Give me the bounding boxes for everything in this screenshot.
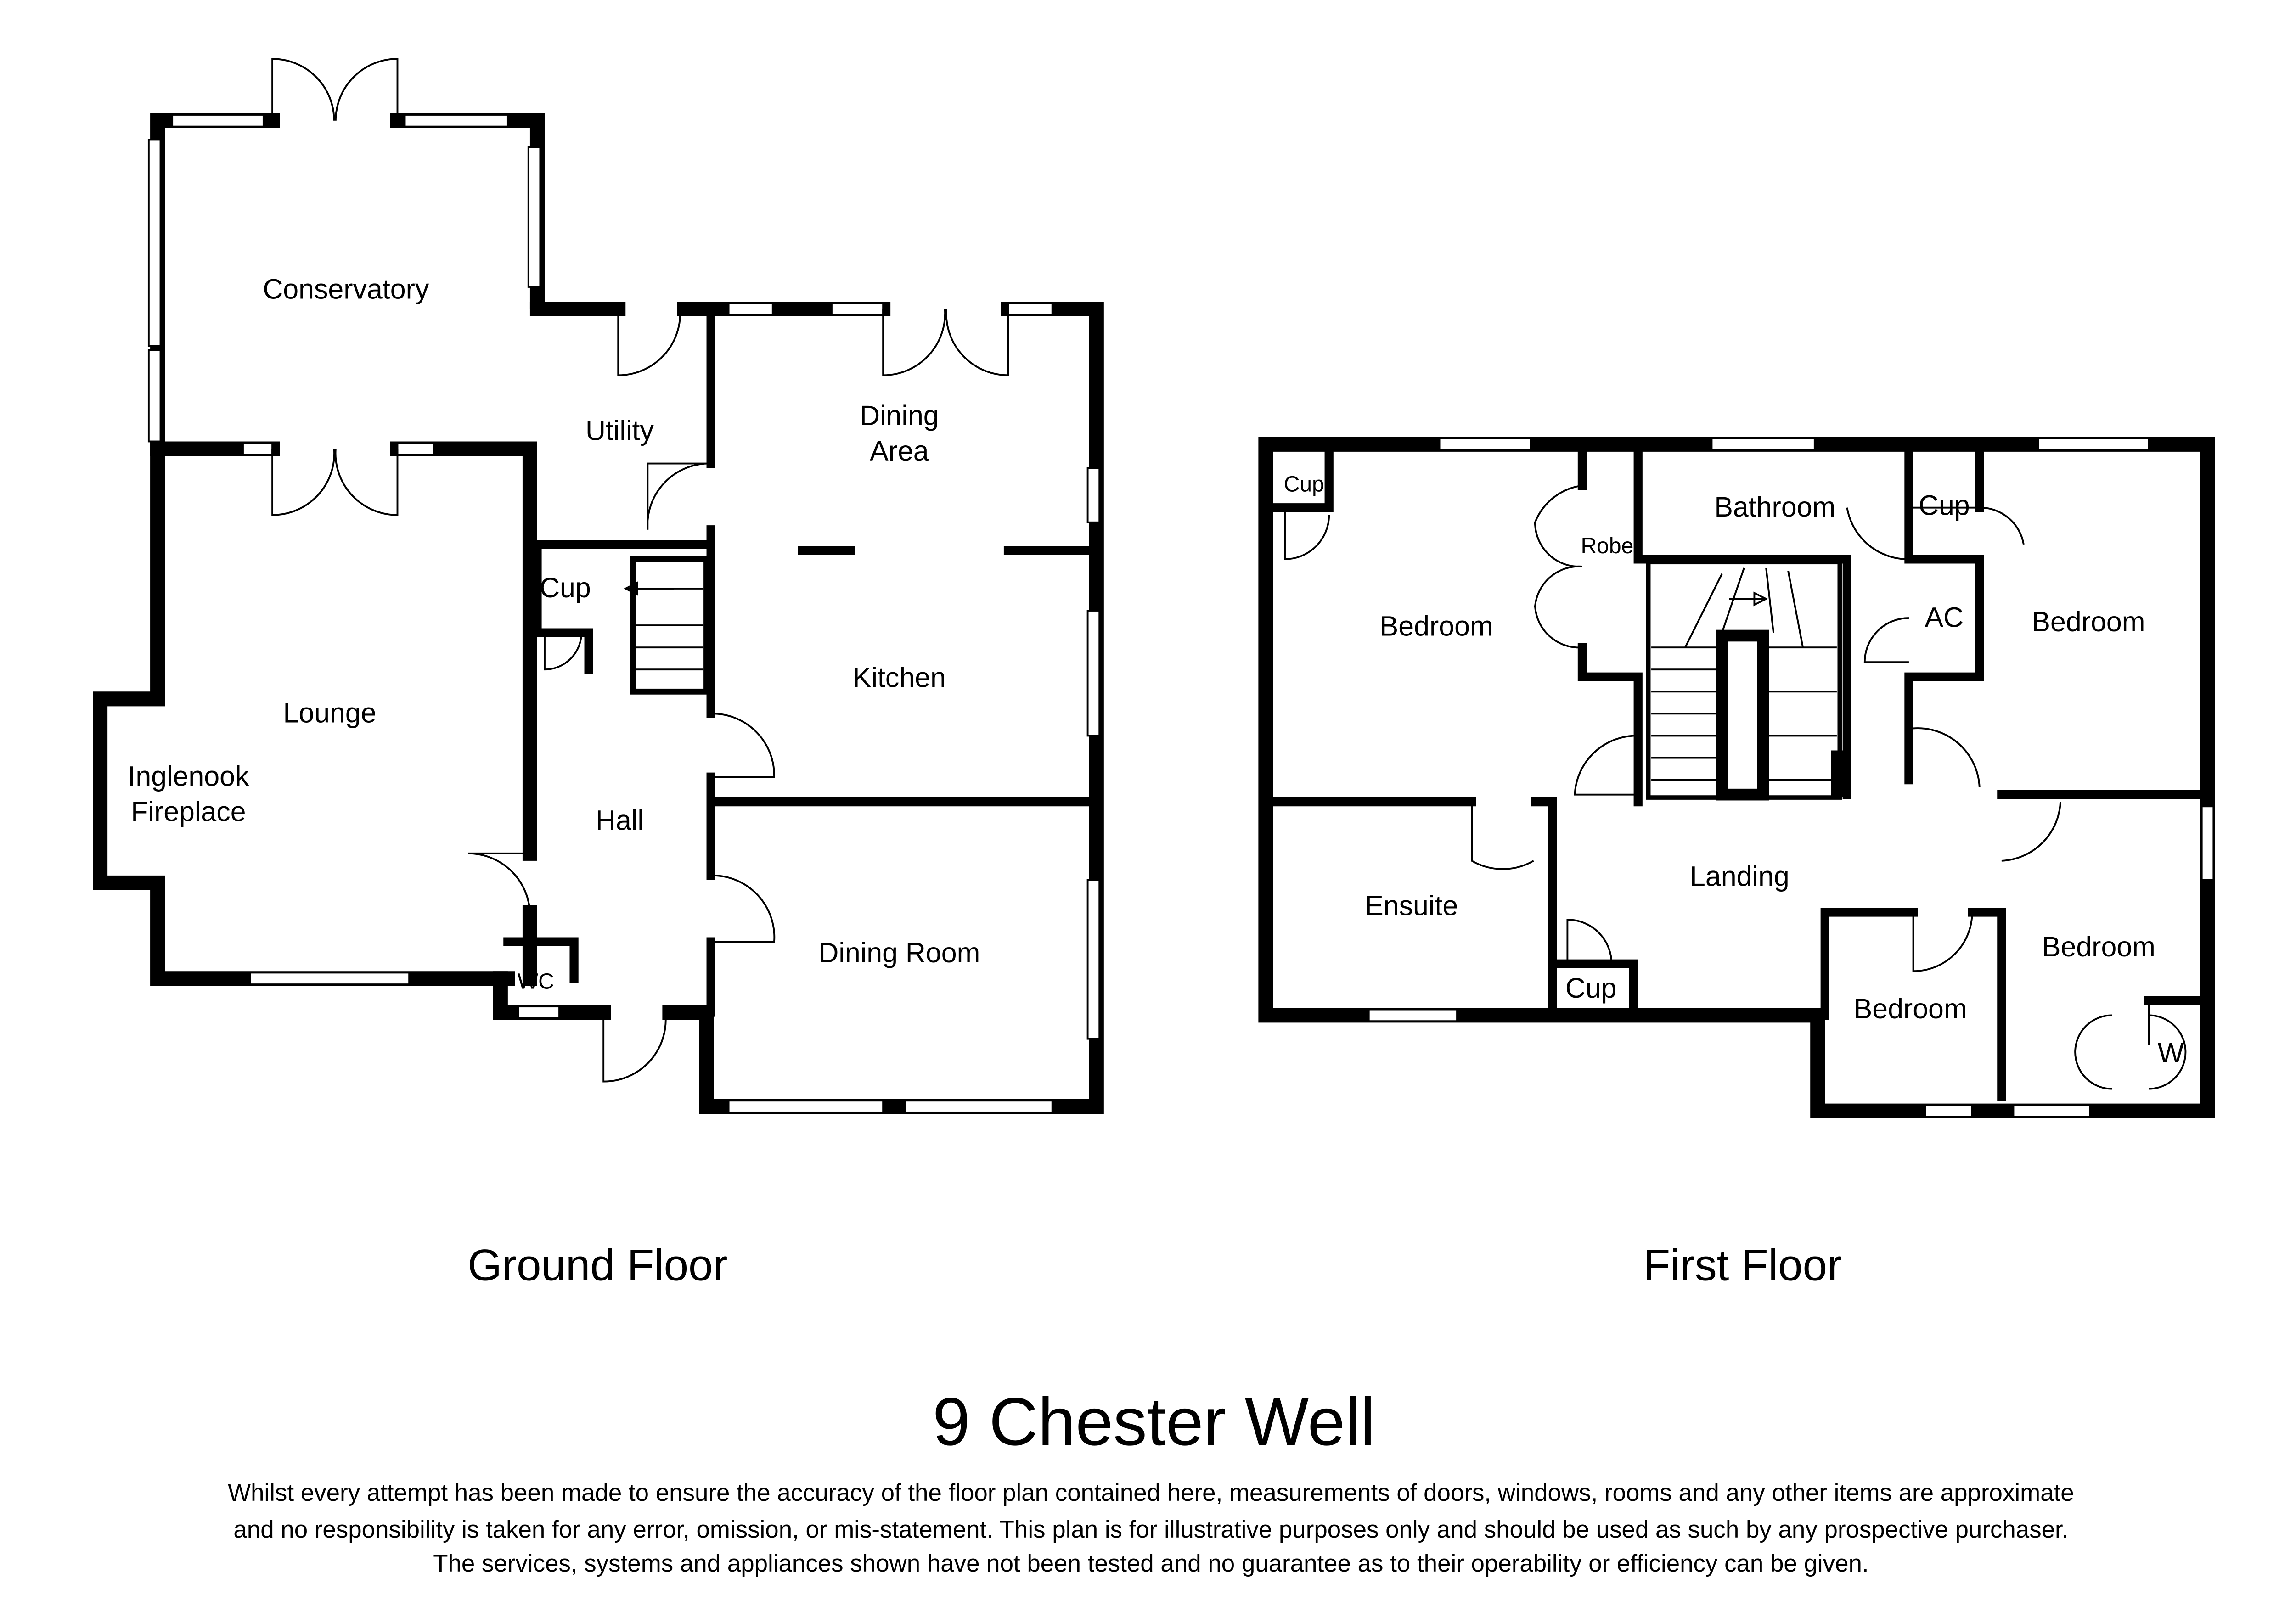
room-label-cup: Cup [1284, 472, 1324, 496]
room-label-hall: Hall [596, 805, 644, 836]
room-label-wc: WC [518, 969, 554, 994]
first-floor-plan [1258, 437, 2215, 1118]
room-label-area: Area [870, 435, 929, 466]
room-label-robe: Robe [1581, 534, 1633, 558]
room-label-ac: AC [1925, 601, 1964, 633]
property-title: 9 Chester Well [933, 1384, 1375, 1460]
room-label-lounge: Lounge [283, 697, 377, 729]
room-label-wardrobe: W [2158, 1037, 2184, 1068]
room-label-bedroom: Bedroom [2032, 606, 2145, 637]
disclaimer-line: The services, systems and appliances sho… [433, 1550, 1868, 1577]
room-label-utility: Utility [585, 415, 654, 446]
ground-floor-labels: Conservatory Utility Dining Area Cup Kit… [128, 274, 980, 1290]
room-label-ensuite: Ensuite [1365, 890, 1458, 921]
room-label-dining: Dining [860, 400, 939, 431]
room-label-bathroom: Bathroom [1714, 491, 1835, 522]
room-label-bedroom: Bedroom [1380, 611, 1493, 642]
disclaimer-line: and no responsibility is taken for any e… [233, 1516, 2068, 1543]
room-label-bedroom: Bedroom [1854, 993, 1967, 1024]
room-label-cup: Cup [1565, 972, 1617, 1004]
room-label-conservatory: Conservatory [263, 274, 429, 305]
floor-title-first: First Floor [1643, 1241, 1842, 1290]
floor-title-ground: Ground Floor [467, 1241, 727, 1290]
disclaimer-line: Whilst every attempt has been made to en… [228, 1479, 2074, 1506]
room-label-cup: Cup [540, 572, 591, 603]
room-label-inglenook: Inglenook [128, 760, 249, 792]
room-label-dining-room: Dining Room [818, 937, 980, 968]
room-label-fireplace: Fireplace [131, 796, 246, 827]
first-floor-labels: Cup Robe Bathroom Cup Bedroom AC Bedroom… [1284, 472, 2184, 1290]
room-label-cup: Cup [1919, 490, 1970, 521]
room-label-kitchen: Kitchen [853, 662, 946, 693]
room-label-bedroom: Bedroom [2042, 931, 2155, 962]
room-label-landing: Landing [1690, 860, 1790, 892]
ground-floor-plan [93, 58, 1104, 1114]
